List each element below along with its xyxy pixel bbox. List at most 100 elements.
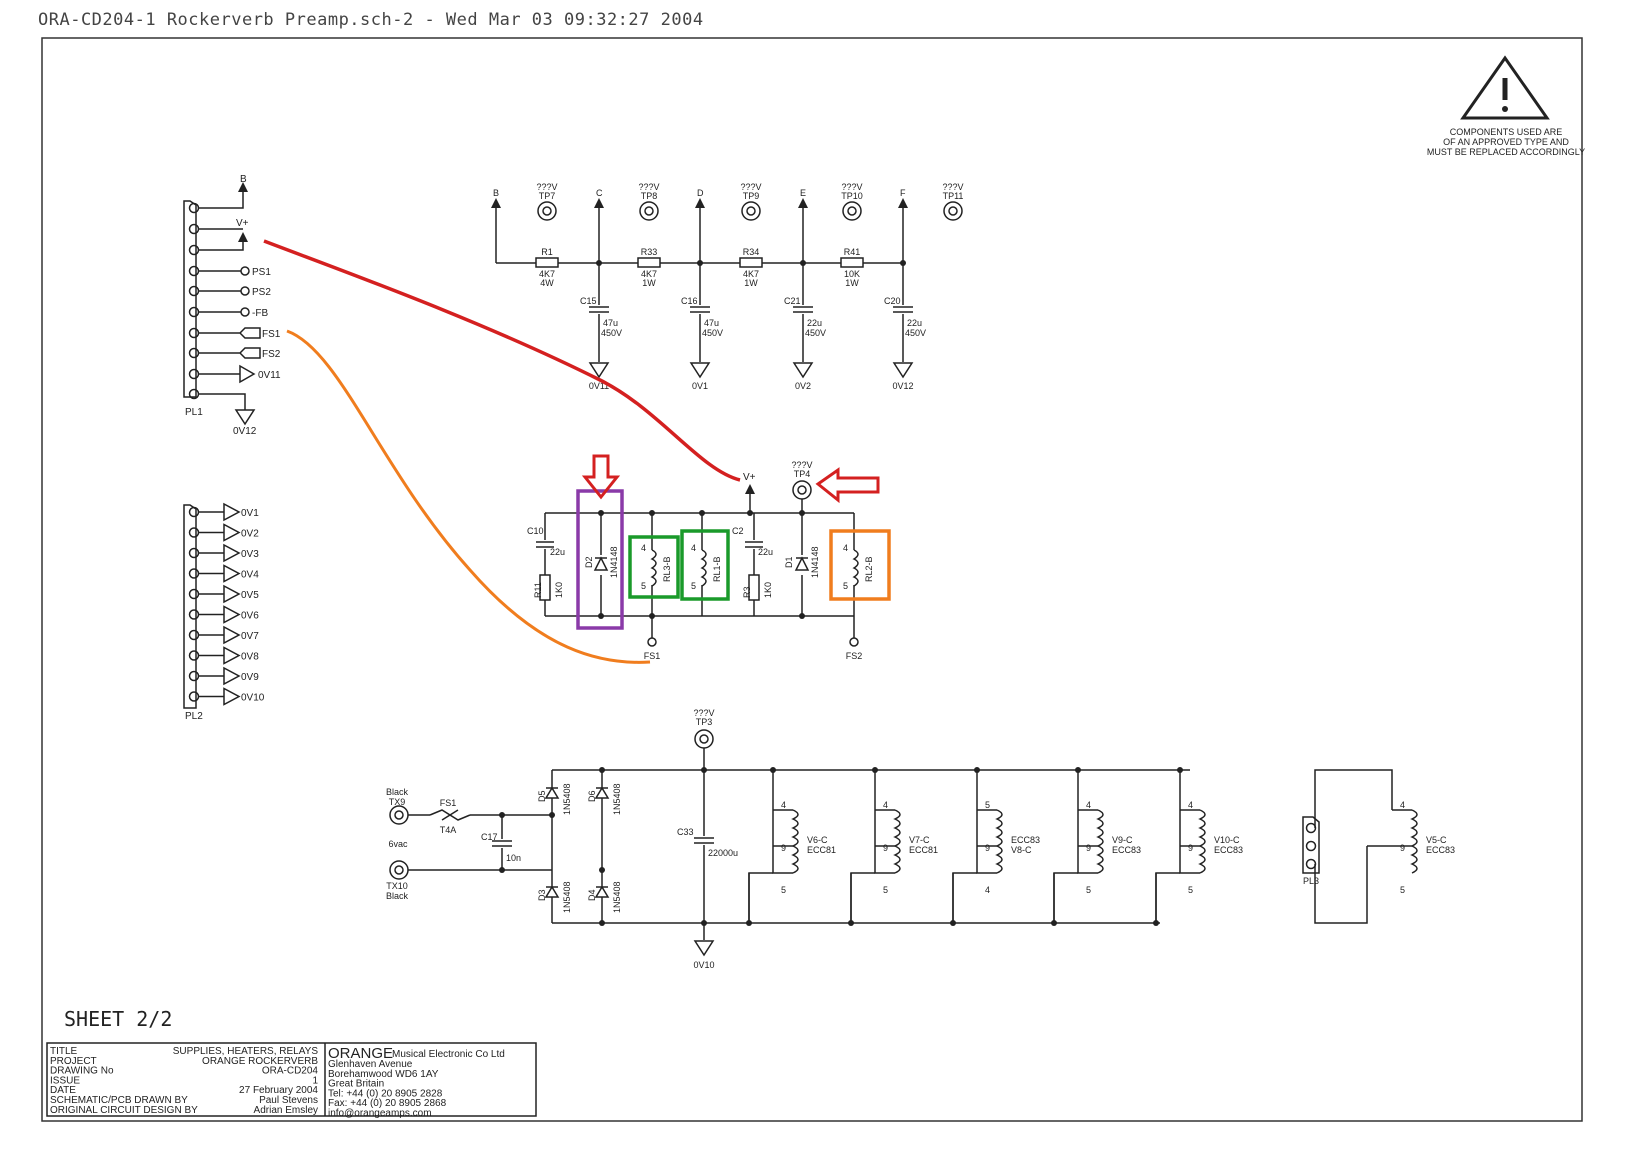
rl3-pin4: 4 [641, 543, 646, 553]
valve-heater [950, 767, 1003, 926]
tp9-voltage: ???V [740, 182, 761, 192]
titleblock-label: DRAWING No [50, 1066, 114, 1077]
valve-pin-mid: 9 [1086, 843, 1091, 853]
valve-pin-bot: 4 [985, 885, 990, 895]
valve-type: ECC81 [909, 845, 938, 855]
rl1-label: RL1-B [712, 556, 722, 582]
r3-value: 1K0 [763, 582, 773, 598]
valve-pin-top: 5 [985, 800, 990, 810]
r3-ref: R3 [742, 586, 752, 598]
valve-name: V8-C [1011, 845, 1032, 855]
c2-ref: C2 [732, 526, 744, 536]
c16-value: 47u [704, 318, 719, 328]
annotation-red-curve [263, 239, 741, 482]
pl2-pin-label: 0V5 [241, 590, 259, 601]
tp7-label: TP7 [539, 191, 556, 201]
pl1-pin-0v11: 0V11 [258, 370, 281, 381]
annotation-orange-box [829, 529, 891, 601]
valve-heater [1153, 767, 1206, 926]
annotations [263, 239, 891, 664]
tp11-voltage: ???V [942, 182, 963, 192]
pl2-pin-symbol [199, 625, 241, 645]
address-line: Great Britain [328, 1079, 384, 1090]
d4-ref: D4 [587, 889, 597, 901]
pl2-pin-label: 0V6 [241, 611, 259, 622]
r34-value: 4K7 [743, 269, 759, 279]
heater-ground: 0V10 [693, 960, 714, 970]
rail-f: F [900, 188, 906, 198]
valve-name: V9-C [1112, 835, 1133, 845]
address-line: Tel: +44 (0) 20 8905 2828 [328, 1088, 443, 1099]
valve-type: ECC83 [1011, 835, 1040, 845]
r1-power: 4W [540, 278, 554, 288]
rl2-pin5: 5 [843, 581, 848, 591]
relay-fs2: FS2 [846, 651, 863, 661]
valve-heater [848, 767, 901, 926]
address-line: Glenhaven Avenue [328, 1059, 413, 1070]
pl2-pin-label: 0V4 [241, 570, 259, 581]
r41-power: 1W [845, 278, 859, 288]
valve-type: ECC83 [1214, 845, 1243, 855]
relay-vplus: V+ [743, 472, 756, 483]
rail-b: B [493, 188, 499, 198]
valve-pin-top: 4 [1400, 800, 1405, 810]
valve-pin-top: 4 [1086, 800, 1091, 810]
tx10-label: TX10 [386, 881, 408, 891]
tp4-voltage: ???V [791, 460, 812, 470]
warning-line-2: OF AN APPROVED TYPE AND [1443, 137, 1569, 147]
title-block [46, 1042, 537, 1117]
titleblock-label: ORIGINAL CIRCUIT DESIGN BY [50, 1105, 198, 1116]
rl2-label: RL2-B [864, 556, 874, 582]
c10-value: 22u [550, 547, 565, 557]
pl2-pin-symbol [199, 564, 241, 583]
valve-type: ECC83 [1112, 845, 1141, 855]
tp7-voltage: ???V [536, 182, 557, 192]
rl3-label: RL3-B [662, 556, 672, 582]
annotation-green-box-1 [628, 535, 680, 599]
r41-value: 10K [844, 269, 860, 279]
titleblock-label: DATE [50, 1085, 76, 1096]
valve-pin-bot: 5 [1188, 885, 1193, 895]
annotation-orange-curve [286, 329, 651, 664]
d2-value: 1N4148 [609, 546, 619, 578]
pl2-pin-hole [188, 609, 200, 620]
address-line: Fax: +44 (0) 20 8905 2868 [328, 1098, 447, 1109]
valve-type: ECC81 [807, 845, 836, 855]
valve-pin-bot: 5 [1086, 885, 1091, 895]
pl2-pin-label: 0V9 [241, 672, 259, 683]
titleblock-value: ORA-CD204 [262, 1066, 319, 1077]
c33-value: 22000u [708, 848, 738, 858]
pl2-pin-label: 0V7 [241, 631, 259, 642]
d1-value: 1N4148 [810, 546, 820, 578]
titleblock-value: ORANGE ROCKERVERB [202, 1056, 318, 1067]
titleblock-value: SUPPLIES, HEATERS, RELAYS [173, 1046, 319, 1057]
tx9-label: TX9 [389, 797, 406, 807]
rl2-pin4: 4 [843, 543, 848, 553]
pl2-pin-symbol [199, 646, 241, 665]
pl2-connector [183, 502, 241, 709]
pl2-pin-hole [188, 650, 200, 661]
d5-ref: D5 [537, 790, 547, 802]
valve-heater [746, 767, 799, 926]
valve-name: V5-C [1426, 835, 1447, 845]
r1-ref: R1 [541, 247, 553, 257]
c10-ref: C10 [527, 526, 544, 536]
page-header: ORA-CD204-1 Rockerverb Preamp.sch-2 - We… [38, 10, 704, 30]
c20-voltage: 450V [905, 328, 926, 338]
pl2-pin-symbol [199, 584, 241, 604]
tp3-voltage: ???V [693, 708, 714, 718]
warning-triangle-icon [1460, 55, 1550, 120]
titleblock-label: SCHEMATIC/PCB DRAWN BY [50, 1095, 188, 1106]
d6-value: 1N5408 [612, 783, 622, 815]
pl2-pin-label: 0V1 [241, 508, 259, 519]
valve-pin-bot: 5 [781, 885, 786, 895]
rl3-pin5: 5 [641, 581, 646, 591]
c33-ref: C33 [677, 827, 694, 837]
sheet-number: SHEET 2/2 [64, 1007, 172, 1031]
pl2-pin-symbol [199, 543, 241, 563]
d5-value: 1N5408 [562, 783, 572, 815]
r41-ref: R41 [844, 247, 861, 257]
pl1-connector [183, 182, 261, 425]
c15-ground: 0V11 [589, 381, 609, 391]
pl1-pin-ps1: PS1 [252, 267, 271, 278]
